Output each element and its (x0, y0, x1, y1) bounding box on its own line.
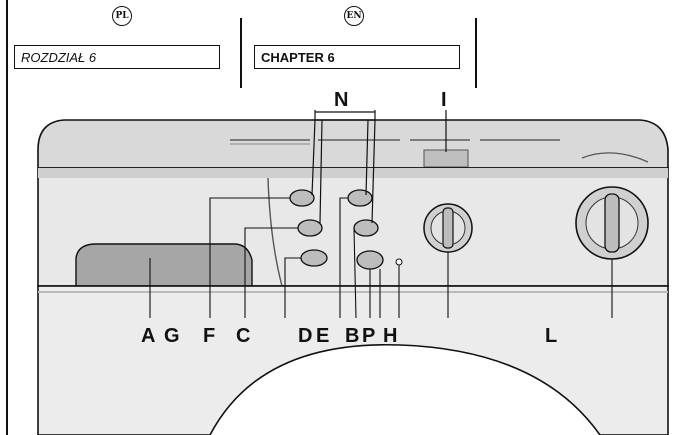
callout-b: B (345, 325, 359, 347)
detergent-drawer (75, 243, 253, 287)
callout-d: D (298, 325, 312, 347)
button-f (289, 189, 315, 207)
small-knob (423, 203, 473, 253)
door-porthole (209, 343, 601, 435)
display-window (423, 149, 469, 168)
large-knob (575, 152, 649, 260)
column-divider-center (240, 18, 242, 88)
top-band-slots (230, 139, 560, 145)
button-b (353, 219, 379, 237)
callout-n: N (334, 89, 348, 111)
indicator-light (395, 258, 403, 266)
polish-chapter-title: ROZDZIAŁ 6 (14, 45, 220, 69)
callout-g: G (164, 325, 180, 347)
button-p (356, 250, 384, 270)
panel-shadow (38, 168, 668, 178)
leader-lines (149, 197, 613, 319)
column-divider-right (475, 18, 477, 88)
callout-e: E (316, 325, 329, 347)
callout-p: P (362, 325, 375, 347)
panel-top-band (37, 119, 669, 169)
n-bracket (311, 110, 376, 224)
callout-i: I (441, 89, 447, 111)
column-divider-left (6, 0, 8, 435)
english-chapter-title: CHAPTER 6 (254, 45, 460, 69)
button-d (300, 249, 328, 267)
drawer-separator (267, 177, 283, 287)
button-c (297, 219, 323, 237)
polish-language-badge: PL (112, 6, 132, 26)
english-language-badge: EN (344, 6, 364, 26)
callout-f: F (203, 325, 215, 347)
callout-l: L (545, 325, 557, 347)
callout-c: C (236, 325, 250, 347)
callout-a: A (141, 325, 155, 347)
callout-h: H (383, 325, 397, 347)
button-b-upper (347, 189, 373, 207)
